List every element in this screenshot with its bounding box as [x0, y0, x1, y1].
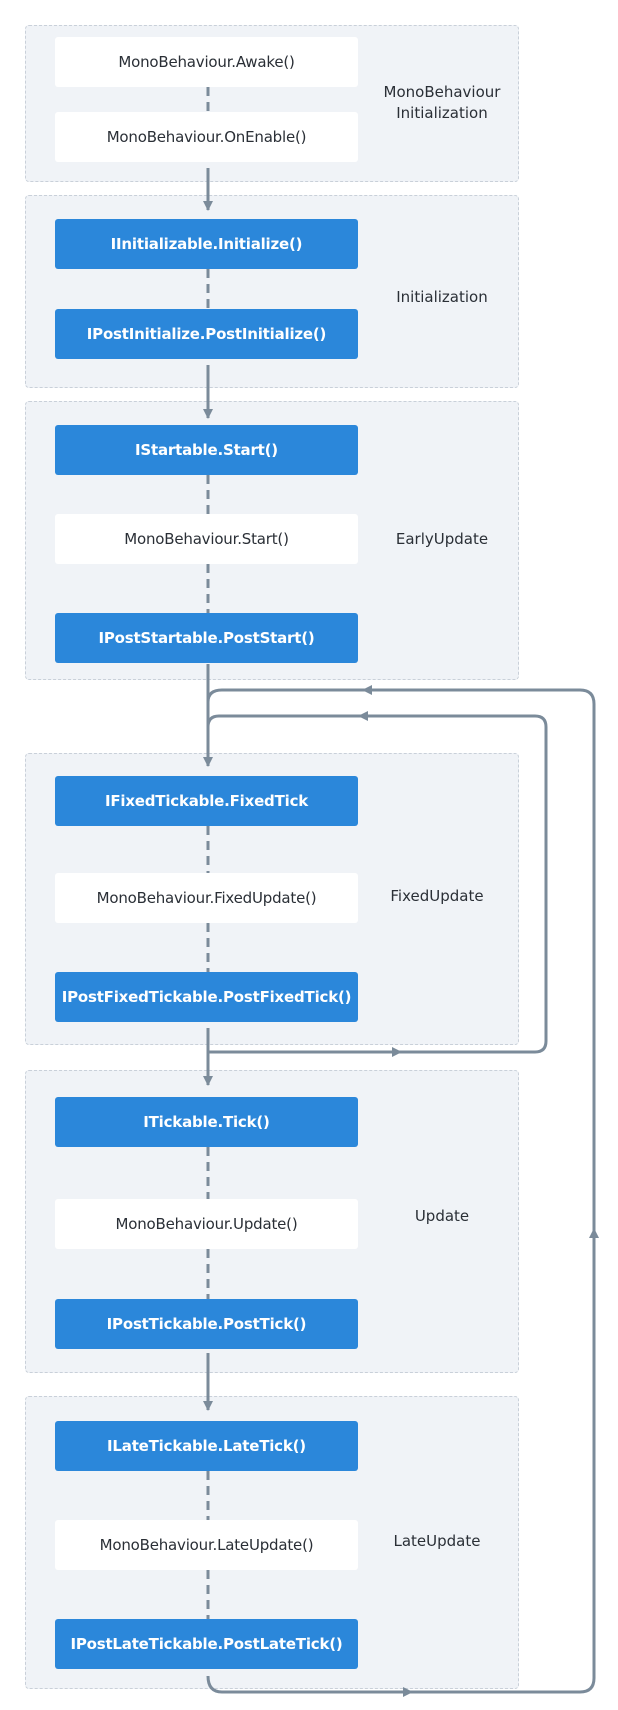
node-post-initialize: IPostInitialize.PostInitialize()	[55, 309, 358, 359]
node-fixed-tick: IFixedTickable.FixedTick	[55, 776, 358, 826]
node-late-tick: ILateTickable.LateTick()	[55, 1421, 358, 1471]
loop-arrow-head	[362, 685, 372, 695]
node-tick: ITickable.Tick()	[55, 1097, 358, 1147]
group-label: Initialization	[396, 288, 488, 306]
node-mono-late-update: MonoBehaviour.LateUpdate()	[55, 1520, 358, 1570]
loop-arrow-head	[358, 711, 368, 721]
node-initialize: IInitializable.Initialize()	[55, 219, 358, 269]
node-post-tick: IPostTickable.PostTick()	[55, 1299, 358, 1349]
group-label: FixedUpdate	[390, 887, 484, 905]
loop-arrow-head	[589, 1228, 599, 1238]
node-mono-start: MonoBehaviour.Start()	[55, 514, 358, 564]
node-istartable-start: IStartable.Start()	[55, 425, 358, 475]
node-post-fixed-tick: IPostFixedTickable.PostFixedTick()	[55, 972, 358, 1022]
loop-arrow-head	[392, 1047, 402, 1057]
node-awake: MonoBehaviour.Awake()	[55, 37, 358, 87]
node-post-late-tick: IPostLateTickable.PostLateTick()	[55, 1619, 358, 1669]
group-label: Update	[414, 1207, 470, 1225]
node-mono-fixed-update: MonoBehaviour.FixedUpdate()	[55, 873, 358, 923]
group-label: EarlyUpdate	[395, 530, 489, 548]
node-onenable: MonoBehaviour.OnEnable()	[55, 112, 358, 162]
node-mono-update: MonoBehaviour.Update()	[55, 1199, 358, 1249]
group-label: MonoBehaviour Initialization	[383, 83, 501, 122]
node-post-start: IPostStartable.PostStart()	[55, 613, 358, 663]
group-label: LateUpdate	[393, 1532, 481, 1550]
